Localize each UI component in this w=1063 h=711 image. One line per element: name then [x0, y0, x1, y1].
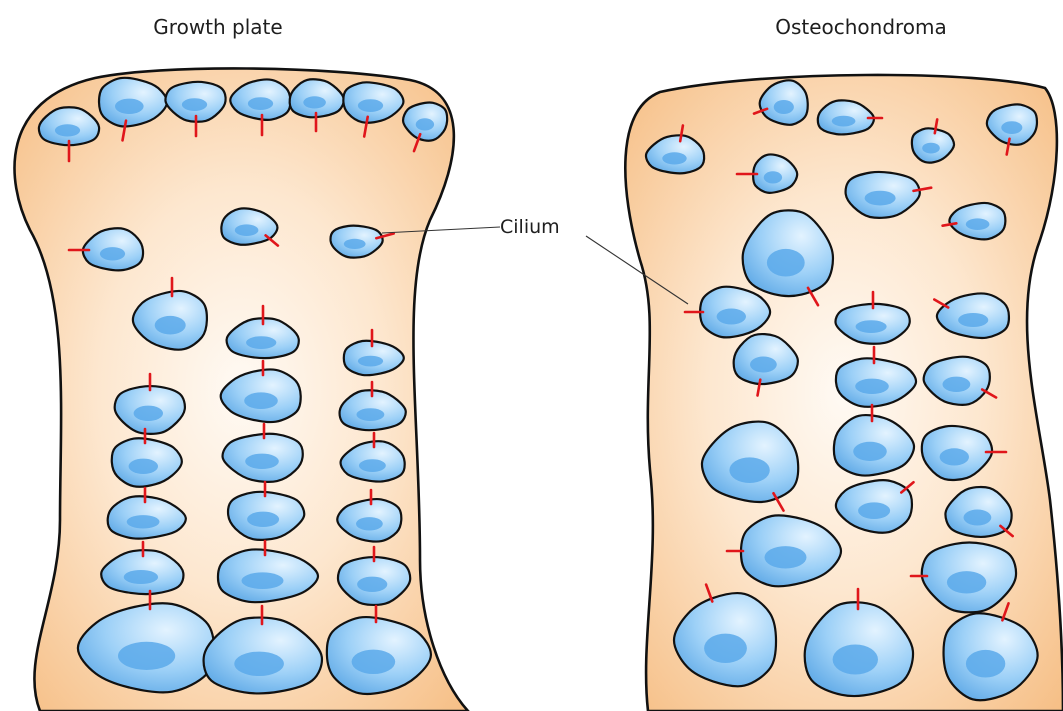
cell-nucleus — [127, 515, 160, 528]
cell-nucleus — [356, 517, 383, 530]
cell-nucleus — [358, 99, 383, 112]
cell-nucleus — [303, 96, 326, 108]
cell-nucleus — [858, 502, 890, 519]
cell-nucleus — [717, 309, 746, 325]
cell-nucleus — [235, 224, 259, 236]
cell-nucleus — [922, 143, 940, 154]
cell-nucleus — [155, 316, 186, 335]
panel-title-osteochondroma: Osteochondroma — [775, 15, 947, 39]
cell-nucleus — [358, 356, 383, 367]
cell-nucleus — [129, 459, 158, 474]
cell-nucleus — [966, 650, 1005, 678]
cell-nucleus — [352, 650, 396, 674]
cell-nucleus — [767, 249, 805, 277]
cell-nucleus — [234, 652, 284, 676]
cell-nucleus — [357, 577, 387, 592]
cell-nucleus — [855, 379, 889, 394]
cell-nucleus — [764, 171, 782, 183]
cell-nucleus — [966, 218, 990, 230]
cell-nucleus — [248, 97, 273, 110]
cell-nucleus — [124, 570, 158, 584]
cell-nucleus — [344, 239, 366, 249]
cell-nucleus — [55, 124, 80, 136]
cell-nucleus — [833, 645, 878, 675]
cell-nucleus — [832, 116, 856, 127]
cell-nucleus — [242, 572, 284, 589]
cell-nucleus — [704, 634, 747, 663]
cell-nucleus — [729, 457, 769, 483]
cell-nucleus — [182, 98, 207, 111]
cell-nucleus — [947, 571, 986, 593]
cell-nucleus — [247, 512, 279, 527]
cell-nucleus — [1001, 121, 1022, 134]
cell-nucleus — [416, 118, 434, 130]
cell-nucleus — [865, 191, 896, 206]
cell-nucleus — [958, 313, 988, 327]
cell-nucleus — [943, 377, 971, 392]
cell-nucleus — [100, 247, 125, 260]
cell-nucleus — [245, 454, 279, 469]
panel-title-growth-plate: Growth plate — [153, 15, 282, 39]
cell-nucleus — [774, 100, 794, 114]
cell-nucleus — [765, 546, 807, 568]
cell-nucleus — [115, 99, 144, 114]
cell-nucleus — [359, 459, 386, 472]
cell-nucleus — [940, 448, 969, 465]
cell-nucleus — [246, 336, 276, 349]
cell-nucleus — [856, 320, 887, 333]
cell-nucleus — [662, 152, 686, 164]
cell-nucleus — [134, 406, 163, 421]
cell-nucleus — [118, 642, 175, 670]
cell-nucleus — [853, 442, 887, 461]
cilium-label: Cilium — [500, 216, 560, 238]
cell-nucleus — [750, 357, 777, 373]
cell-nucleus — [964, 510, 992, 526]
cell-nucleus — [357, 408, 385, 421]
cell-nucleus — [244, 392, 278, 409]
